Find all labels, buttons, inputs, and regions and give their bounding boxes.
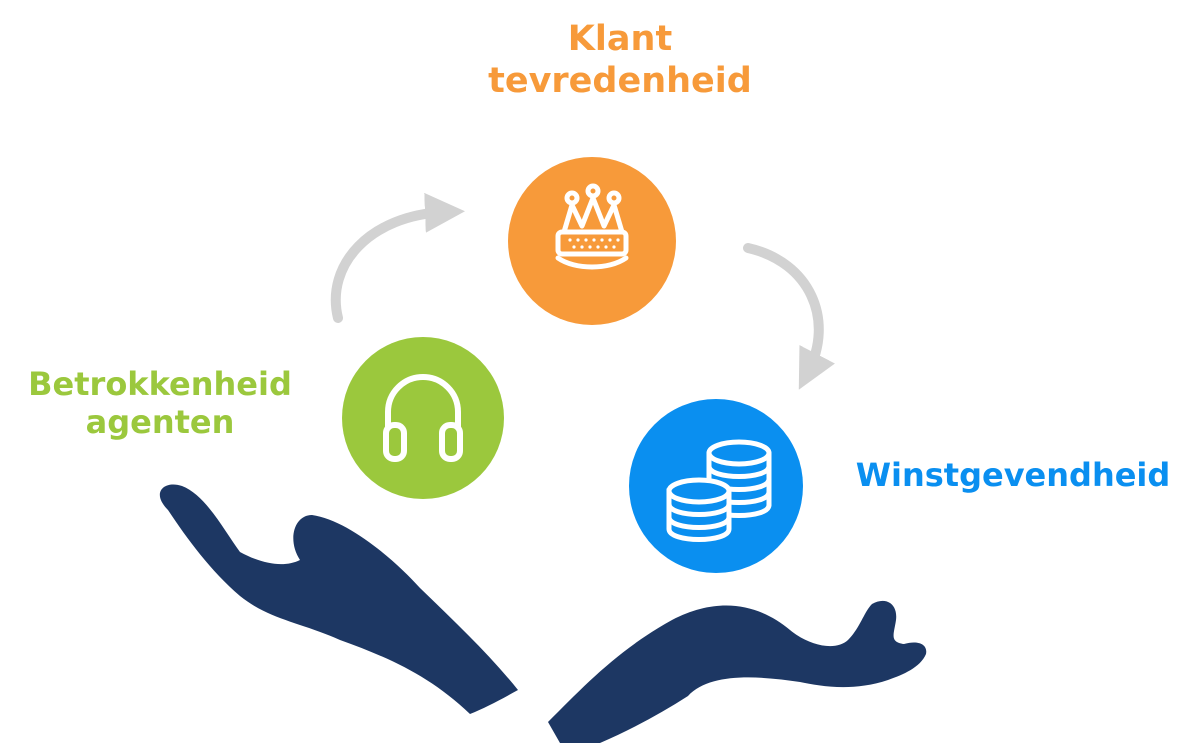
node-klant (508, 157, 676, 325)
arrow-klant-to-winst (743, 243, 835, 390)
label-klant-tevredenheid: Klant tevredenheid (470, 18, 770, 102)
right-hand-shape (548, 600, 927, 743)
label-klant-line1: Klant (567, 19, 673, 59)
klant-circle (508, 157, 676, 325)
crown-icon (555, 183, 629, 270)
left-hand-shape (159, 484, 519, 714)
coins-front-stack (666, 477, 732, 542)
label-agent-line1: Betrokkenheid (28, 365, 292, 403)
label-betrokkenheid-agenten: Betrokkenheid agenten (0, 365, 320, 442)
label-winst-line1: Winstgevendheid (855, 456, 1171, 494)
agent-circle (342, 337, 504, 499)
node-winst (629, 399, 803, 573)
label-klant-line2: tevredenheid (488, 61, 752, 101)
label-agent-line2: agenten (85, 403, 235, 442)
headphones-icon (383, 374, 463, 462)
crown-dots (568, 238, 620, 249)
label-winstgevendheid: Winstgevendheid (828, 456, 1198, 494)
arrow-agent-to-klant (330, 192, 465, 323)
node-agent (342, 337, 504, 499)
